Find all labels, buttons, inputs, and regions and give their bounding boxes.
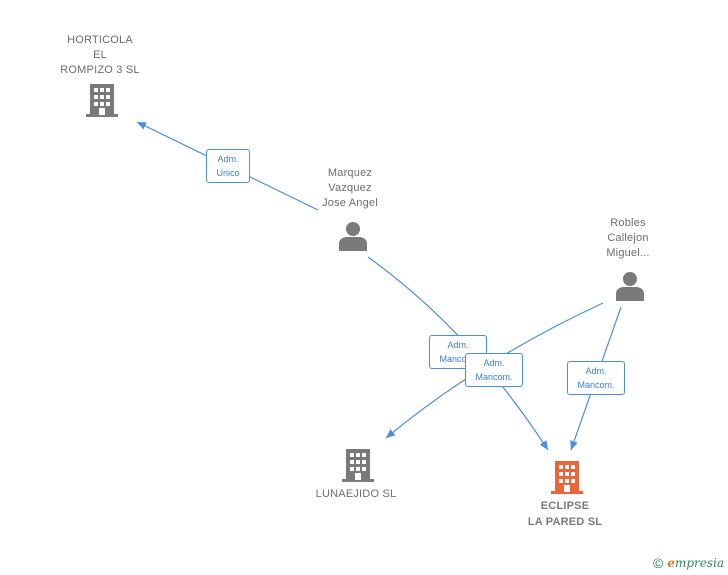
building-icon[interactable]	[342, 448, 374, 482]
node-label-lunaejido: LUNAEJIDO SL	[315, 488, 397, 500]
edge-label-adm-mancom-robles-eclipse[interactable]: Adm. Mancom.	[567, 361, 625, 395]
empresia-logo: © empresia	[653, 555, 724, 571]
person-icon[interactable]	[338, 221, 368, 251]
building-icon-main[interactable]	[551, 460, 583, 494]
node-label-horticola: HORTICOLA EL ROMPIZO 3 SL	[60, 34, 140, 76]
node-label-robles: Robles Callejon Miguel...	[606, 217, 650, 259]
building-icon[interactable]	[86, 83, 118, 117]
edge-label-adm-unico[interactable]: Adm. Unico	[206, 149, 250, 183]
copyright-symbol: ©	[652, 555, 664, 571]
person-icon[interactable]	[615, 271, 645, 301]
edge-label-adm-mancom-robles-lunaejido[interactable]: Adm. Mancom.	[465, 353, 523, 387]
node-label-marquez: Marquez Vazquez Jose Angel	[322, 167, 378, 209]
node-label-eclipse: ECLIPSE LA PARED SL	[527, 500, 603, 528]
brand-name: empresia	[667, 556, 724, 570]
